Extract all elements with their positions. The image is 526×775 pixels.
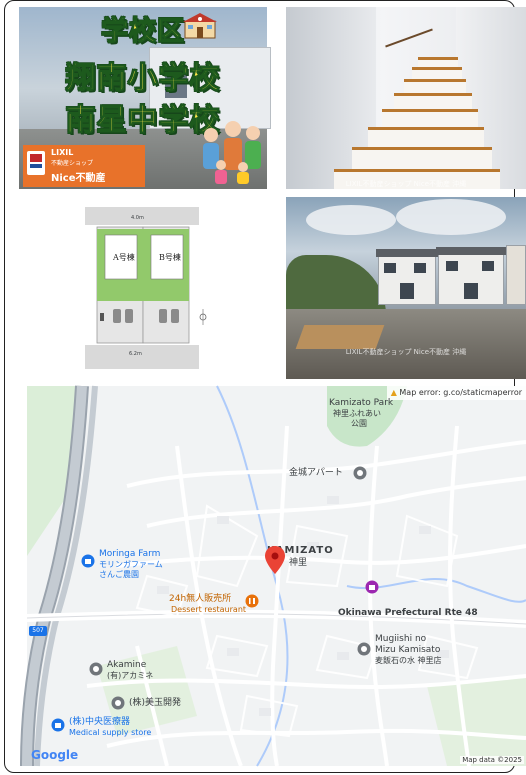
road-width-bottom: 6.2m	[129, 351, 142, 357]
stair-step	[412, 67, 462, 79]
mugiishi-pin-icon	[357, 642, 371, 656]
cloud	[396, 199, 506, 235]
bigyoku-name: (株)美玉開発	[129, 698, 182, 708]
road-width-top: 4.0m	[131, 215, 144, 221]
medical-name-en: Medical supply store	[69, 728, 152, 737]
era-logo-icon	[27, 151, 45, 175]
map-error-text: Map error: g.co/staticmaperror	[399, 388, 522, 397]
brand-badge: LIXIL 不動産ショップ Nice不動産	[23, 145, 145, 187]
google-logo: Google	[31, 748, 78, 762]
stair-step	[394, 93, 472, 109]
roof-b	[436, 247, 506, 255]
exterior-watermark: LIXIL不動産ショップ Nice不動産 沖縄	[345, 348, 467, 356]
location-marker-icon[interactable]	[265, 546, 285, 574]
mugiishi-name-en-1: Mugiishi no	[375, 634, 427, 644]
handrail	[385, 28, 433, 48]
route-48-label: Okinawa Prefectural Rte 48	[338, 608, 478, 618]
window	[446, 261, 458, 271]
akamine-name-en: Akamine	[107, 660, 147, 670]
brand-name: Nice不動産	[51, 173, 106, 184]
apartment-label: 金城アパート	[289, 468, 343, 478]
hill	[286, 255, 386, 315]
site-plan-drawing	[83, 205, 209, 371]
window	[400, 283, 414, 299]
akamine-name-ja: (有)アカミネ	[107, 671, 154, 680]
apartment-pin-icon	[353, 466, 367, 480]
stair-step	[418, 57, 458, 67]
window	[464, 283, 478, 299]
warning-icon: ▲	[390, 388, 397, 397]
route-507-badge: 507	[29, 626, 47, 636]
staircase-photo[interactable]: LIXIL不動産ショップ Nice不動産 沖縄	[286, 7, 526, 189]
house-image	[149, 47, 271, 129]
house-c	[506, 245, 526, 305]
farm-name-ja-1: モリンガファーム	[99, 560, 163, 569]
farm-pin-icon	[81, 554, 95, 568]
park-name-ja-2: 公園	[351, 419, 367, 428]
school-district-photo[interactable]: 学校区 翔南小学校 南星中学校 LIXIL 不動産ショップ Nice不動産	[19, 7, 271, 189]
banner-line-1: 学校区	[101, 16, 185, 48]
area-name-en: KAMIZATO	[267, 545, 334, 556]
google-logo-text: Google	[31, 748, 79, 762]
brand-lixil: LIXIL	[51, 148, 74, 157]
lumber-pile	[295, 325, 385, 349]
restaurant-pin-icon	[245, 594, 259, 608]
roof-a	[376, 249, 438, 257]
banner-line-3: 南星中学校	[65, 103, 221, 139]
unit-b-label: B号棟	[159, 253, 181, 262]
mugiishi-name-en-2: Mizu Kamisato	[375, 645, 441, 655]
stair-step	[382, 109, 478, 127]
map-canvas	[20, 385, 526, 767]
family-illustration-icon	[203, 121, 261, 184]
bigyoku-pin-icon	[111, 696, 125, 710]
exterior-photo[interactable]: LIXIL不動産ショップ Nice不動産 沖縄	[286, 197, 526, 379]
akamine-pin-icon	[89, 662, 103, 676]
map-attribution[interactable]: Map data ©2025	[460, 756, 524, 764]
school-icon	[183, 13, 217, 39]
area-name-ja: 神里	[289, 558, 308, 568]
banner-line-2: 翔南小学校	[65, 61, 221, 97]
brand-shop: 不動産ショップ	[51, 160, 94, 167]
farm-name-en: Moringa Farm	[99, 549, 161, 559]
window	[384, 263, 396, 273]
stairs-watermark: LIXIL不動産ショップ Nice不動産 沖縄	[345, 180, 467, 188]
location-map[interactable]: ▲ Map error: g.co/staticmaperror Kamizat…	[20, 385, 526, 767]
restaurant-name-ja: 24h無人販売所	[169, 594, 232, 604]
window	[482, 261, 494, 271]
stair-step	[404, 79, 466, 93]
cloud	[306, 205, 396, 235]
unit-a-label: A号棟	[113, 253, 135, 262]
medical-pin-icon	[51, 718, 65, 732]
stair-step	[368, 127, 484, 147]
park-name-en: Kamizato Park	[329, 398, 394, 408]
restaurant-name-en: Dessert restaurant	[171, 605, 247, 614]
listing-frame: 学校区 翔南小学校 南星中学校 LIXIL 不動産ショップ Nice不動産	[4, 0, 526, 773]
park-name-ja-1: 神里ふれあい	[333, 409, 381, 418]
stair-step	[352, 147, 492, 169]
window	[414, 263, 426, 273]
mugiishi-name-ja: 麦飯石の水 神里店	[375, 656, 442, 665]
map-error-banner: ▲ Map error: g.co/staticmaperror	[386, 386, 526, 400]
shop-pin-icon	[365, 580, 379, 594]
medical-name-ja: (株)中央医療器	[69, 717, 131, 727]
site-plan[interactable]: A号棟 B号棟 4.0m 6.2m	[83, 205, 209, 371]
farm-name-ja-2: さんご農園	[99, 570, 139, 579]
stair-step	[334, 169, 500, 189]
